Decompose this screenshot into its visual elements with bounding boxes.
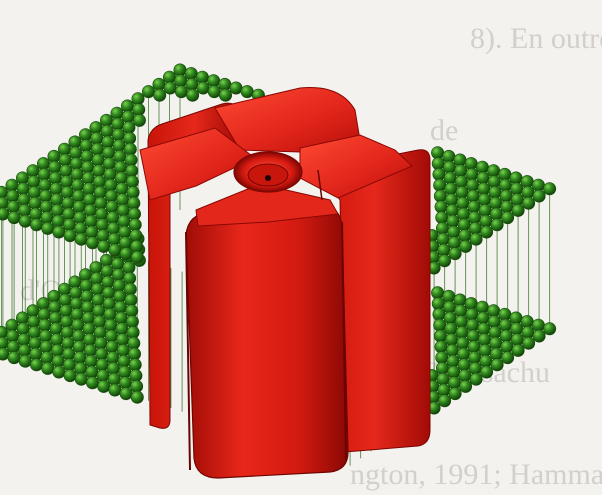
- lipid-head-upper: [86, 237, 98, 249]
- lipid-head-lower: [438, 395, 450, 407]
- lipid-head-upper: [175, 85, 187, 97]
- bleed-text-line: de: [430, 114, 458, 147]
- lipid-head-lower: [459, 380, 471, 392]
- lipid-head-upper: [501, 211, 513, 223]
- lipid-head-upper: [459, 240, 471, 252]
- lipid-head-upper: [64, 229, 76, 241]
- lipid-head-upper: [8, 211, 20, 223]
- lipid-head-lower: [64, 369, 76, 381]
- lipid-head-upper: [98, 240, 110, 252]
- lipid-head-upper: [42, 222, 54, 234]
- lipid-head-upper: [208, 85, 220, 97]
- lipid-head-upper: [30, 219, 42, 231]
- lipid-head-lower: [491, 359, 503, 371]
- lipid-head-upper: [154, 89, 166, 101]
- lipid-head-upper: [131, 251, 143, 263]
- channel-pore-opening: [265, 175, 271, 181]
- lipid-head-lower: [98, 380, 110, 392]
- lipid-head-lower: [8, 351, 20, 363]
- lipid-head-lower: [470, 373, 482, 385]
- lipid-head-upper: [512, 204, 524, 216]
- lipid-head-lower: [449, 387, 461, 399]
- lipid-head-lower: [501, 351, 513, 363]
- lipid-head-upper: [109, 244, 121, 256]
- lipid-head-lower: [30, 359, 42, 371]
- lipid-head-upper: [164, 82, 176, 94]
- lipid-head-upper: [19, 215, 31, 227]
- lipid-head-upper: [470, 233, 482, 245]
- lipid-head-upper: [142, 85, 154, 97]
- lipid-head-upper: [120, 247, 132, 259]
- lipid-head-upper: [241, 85, 253, 97]
- lipid-head-lower: [522, 337, 534, 349]
- lipid-head-lower: [533, 330, 545, 342]
- lipid-head-lower: [75, 373, 87, 385]
- lipid-head-lower: [543, 323, 555, 335]
- lipid-head-upper: [480, 226, 492, 238]
- lipid-head-upper: [533, 190, 545, 202]
- lipid-head-upper: [438, 255, 450, 267]
- lipid-head-upper: [197, 82, 209, 94]
- lipid-head-upper: [543, 183, 555, 195]
- lipid-head-lower: [109, 384, 121, 396]
- lipid-head-lower: [512, 344, 524, 356]
- lipid-head-upper: [491, 219, 503, 231]
- lipid-head-lower: [19, 355, 31, 367]
- lipid-head-upper: [449, 247, 461, 259]
- lipid-head-upper: [53, 226, 65, 238]
- lipid-head-upper: [219, 89, 231, 101]
- lipid-head-upper: [522, 197, 534, 209]
- lipid-head-upper: [230, 82, 242, 94]
- ion-channel-protein: [140, 87, 430, 478]
- lipid-head-lower: [131, 391, 143, 403]
- lipid-head-lower: [53, 366, 65, 378]
- channel-subunit-front: [186, 205, 348, 478]
- bleed-text-line: 8). En outre, cette fonction a été: [470, 22, 602, 55]
- lipid-head-upper: [133, 114, 145, 126]
- lipid-head-upper: [75, 233, 87, 245]
- bleed-text-line: ngton, 1991; Hamman et al., 2005).: [350, 458, 602, 491]
- lipid-head-lower: [42, 362, 54, 374]
- lipid-head-lower: [480, 366, 492, 378]
- lipid-head-lower: [86, 377, 98, 389]
- lipid-head-lower: [120, 387, 132, 399]
- lipid-head-upper: [186, 89, 198, 101]
